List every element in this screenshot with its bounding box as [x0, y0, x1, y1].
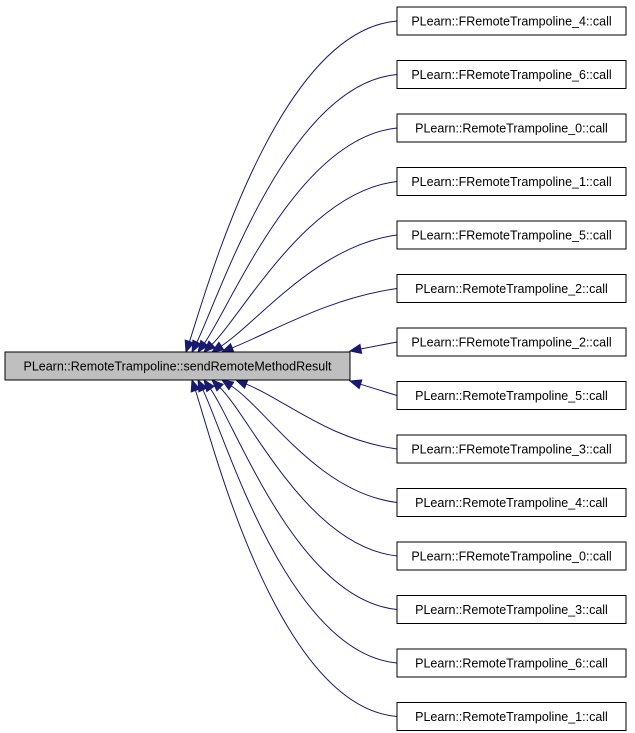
caller-node-box	[396, 60, 627, 89]
caller-node-label: PLearn::RemoteTrampoline_2::call	[415, 282, 608, 296]
call-edge	[245, 383, 398, 450]
caller-node-label: PLearn::FRemoteTrampoline_0::call	[411, 550, 611, 564]
call-edge	[209, 387, 398, 610]
caller-node-box	[396, 595, 627, 624]
caller-node-label: PLearn::FRemoteTrampoline_1::call	[411, 175, 611, 189]
call-edge	[359, 341, 398, 350]
caller-node-box	[396, 488, 627, 517]
caller-node[interactable]: PLearn::FRemoteTrampoline_0::call	[396, 541, 627, 571]
caller-node-label: PLearn::FRemoteTrampoline_2::call	[411, 336, 611, 350]
edges-group	[184, 20, 398, 717]
caller-node[interactable]: PLearn::FRemoteTrampoline_5::call	[396, 220, 627, 250]
caller-node-label: PLearn::FRemoteTrampoline_5::call	[411, 229, 611, 243]
caller-node[interactable]: PLearn::RemoteTrampoline_2::call	[396, 274, 627, 303]
call-edge	[202, 388, 398, 664]
call-edge	[230, 384, 398, 503]
arrowhead	[190, 378, 201, 393]
target-node-label: PLearn::RemoteTrampoline::sendRemoteMeth…	[23, 360, 332, 374]
arrowhead	[220, 342, 235, 353]
caller-node[interactable]: PLearn::RemoteTrampoline_0::call	[396, 113, 627, 143]
caller-node-label: PLearn::FRemoteTrampoline_3::call	[411, 443, 611, 457]
caller-nodes-group: PLearn::FRemoteTrampoline_4::callPLearn:…	[396, 6, 627, 731]
caller-node-box	[396, 541, 627, 571]
caller-node-label: PLearn::RemoteTrampoline_1::call	[415, 710, 608, 724]
caller-node-box	[396, 434, 627, 464]
call-edge	[231, 288, 398, 349]
caller-node-label: PLearn::RemoteTrampoline_3::call	[415, 603, 608, 617]
caller-node-label: PLearn::RemoteTrampoline_6::call	[415, 657, 608, 671]
call-edge	[220, 234, 398, 348]
caller-node-box	[396, 220, 627, 250]
caller-node-box	[396, 327, 627, 357]
caller-node[interactable]: PLearn::RemoteTrampoline_1::call	[396, 702, 627, 731]
caller-node[interactable]: PLearn::RemoteTrampoline_6::call	[396, 648, 627, 678]
arrowhead	[211, 379, 224, 392]
caller-node-box	[396, 113, 627, 143]
caller-node[interactable]: PLearn::RemoteTrampoline_4::call	[396, 488, 627, 517]
caller-node-box	[396, 167, 627, 196]
caller-node[interactable]: PLearn::FRemoteTrampoline_3::call	[396, 434, 627, 464]
caller-node[interactable]: PLearn::FRemoteTrampoline_2::call	[396, 327, 627, 357]
arrowhead	[234, 379, 249, 390]
call-edge	[210, 181, 398, 346]
caller-node[interactable]: PLearn::FRemoteTrampoline_4::call	[396, 6, 627, 36]
call-edge	[203, 127, 398, 345]
target-node[interactable]: PLearn::RemoteTrampoline::sendRemoteMeth…	[4, 351, 351, 381]
caller-node[interactable]: PLearn::RemoteTrampoline_5::call	[396, 381, 627, 410]
caller-node-box	[396, 702, 627, 731]
arrowhead	[197, 339, 210, 354]
call-edge	[218, 386, 398, 557]
caller-node[interactable]: PLearn::FRemoteTrampoline_6::call	[396, 60, 627, 89]
caller-node[interactable]: PLearn::FRemoteTrampoline_1::call	[396, 167, 627, 196]
caller-node-box	[396, 6, 627, 36]
target-node-box	[4, 351, 351, 381]
caller-node-box	[396, 648, 627, 678]
caller-node-label: PLearn::FRemoteTrampoline_6::call	[411, 68, 611, 82]
arrowhead	[210, 341, 225, 353]
arrowhead	[203, 378, 216, 393]
caller-node-label: PLearn::RemoteTrampoline_0::call	[415, 122, 608, 136]
arrowhead	[348, 343, 363, 354]
call-edge	[196, 74, 398, 344]
caller-node[interactable]: PLearn::RemoteTrampoline_3::call	[396, 595, 627, 624]
caller-node-box	[396, 381, 627, 410]
arrowhead	[184, 339, 195, 354]
caller-node-label: PLearn::FRemoteTrampoline_4::call	[411, 15, 611, 29]
call-edge	[359, 383, 398, 396]
caller-node-label: PLearn::RemoteTrampoline_5::call	[415, 389, 608, 403]
arrowhead	[348, 379, 363, 390]
arrowhead	[220, 379, 235, 391]
arrowhead	[203, 340, 216, 353]
call-edge	[188, 20, 398, 343]
caller-node-box	[396, 274, 627, 303]
arrowhead	[191, 339, 202, 354]
caller-node-label: PLearn::RemoteTrampoline_4::call	[415, 496, 608, 510]
call-edge	[194, 389, 398, 717]
